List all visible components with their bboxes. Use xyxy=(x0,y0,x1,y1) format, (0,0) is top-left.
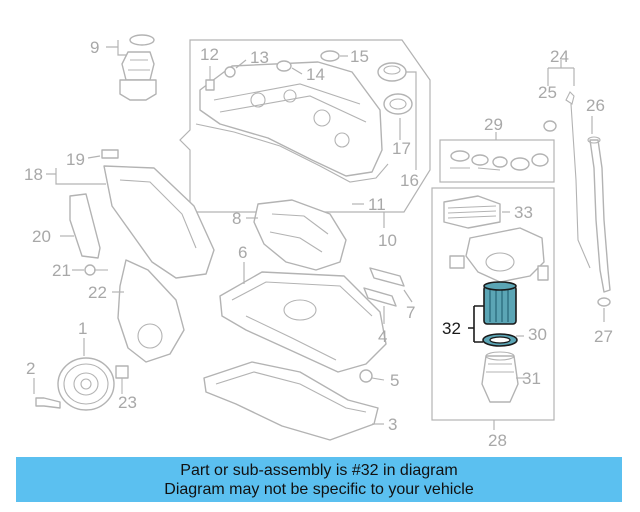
part-22-timing-cover-lower[interactable] xyxy=(117,259,185,363)
part-5-drain-plug[interactable] xyxy=(359,369,385,383)
info-banner: Part or sub-assembly is #32 in diagram D… xyxy=(16,457,622,502)
callout-31: 31 xyxy=(522,369,541,388)
part-17-cap-seal[interactable] xyxy=(383,93,413,115)
callout-13: 13 xyxy=(250,48,269,67)
callout-10: 10 xyxy=(378,231,397,250)
part-23-dowel[interactable] xyxy=(115,365,129,394)
callout-33: 33 xyxy=(514,203,533,222)
callout-18: 18 xyxy=(24,165,43,184)
part-6-upper-oil-pan[interactable] xyxy=(219,271,387,373)
callout-16: 16 xyxy=(400,171,419,190)
part-21-bolt[interactable] xyxy=(84,264,108,276)
banner-line-1: Part or sub-assembly is #32 in diagram xyxy=(180,462,458,479)
part-15-seal[interactable] xyxy=(320,50,340,62)
callout-17: 17 xyxy=(392,139,411,158)
callout-4: 4 xyxy=(378,327,387,346)
part-32-oil-filter-element[interactable] xyxy=(482,281,518,347)
banner-line-2: Diagram may not be specific to your vehi… xyxy=(164,481,474,498)
part-4-baffle[interactable] xyxy=(363,287,397,307)
callout-29: 29 xyxy=(484,115,503,134)
callout-9: 9 xyxy=(90,38,99,57)
part-3-lower-oil-pan[interactable] xyxy=(203,361,379,441)
callout-22: 22 xyxy=(88,283,107,302)
callout-20: 20 xyxy=(32,227,51,246)
callout-15: 15 xyxy=(350,47,369,66)
callout-26: 26 xyxy=(586,96,605,115)
part-2-pulley-bolt[interactable] xyxy=(35,397,61,409)
part-25-o-ring[interactable] xyxy=(543,120,557,132)
part-7-baffle[interactable] xyxy=(369,267,405,287)
callout-32: 32 xyxy=(442,319,461,338)
callout-7: 7 xyxy=(406,303,415,322)
part-18-timing-cover-upper[interactable] xyxy=(103,165,215,279)
callout-1: 1 xyxy=(78,319,87,338)
part-27-seal[interactable] xyxy=(597,297,611,307)
part-1-crankshaft-pulley[interactable] xyxy=(57,357,115,411)
callout-6: 6 xyxy=(238,243,247,262)
callout-12: 12 xyxy=(200,45,219,64)
callout-8: 8 xyxy=(232,209,241,228)
seal-kit-box xyxy=(439,139,555,183)
part-11-valve-cover[interactable] xyxy=(195,61,389,183)
callout-19: 19 xyxy=(66,150,85,169)
callout-3: 3 xyxy=(388,415,397,434)
callout-25: 25 xyxy=(538,83,557,102)
part-20-cover-panel[interactable] xyxy=(69,193,101,259)
part-13-stud[interactable] xyxy=(224,66,236,78)
part-29-seal-kit[interactable] xyxy=(450,150,549,171)
callout-23: 23 xyxy=(118,393,137,412)
part-16-oil-filler-cap[interactable] xyxy=(377,62,407,82)
callout-2: 2 xyxy=(26,359,35,378)
callout-30: 30 xyxy=(528,325,547,344)
callout-5: 5 xyxy=(390,371,399,390)
part-14-grommet[interactable] xyxy=(276,60,292,72)
callout-28: 28 xyxy=(488,431,507,450)
callout-24: 24 xyxy=(550,47,569,66)
part-19-bracket[interactable] xyxy=(101,149,119,159)
part-30-filter-housing-cap xyxy=(481,351,519,403)
callout-21: 21 xyxy=(52,261,71,280)
part-24-dipstick[interactable] xyxy=(565,91,591,269)
callout-11: 11 xyxy=(368,195,386,214)
part-9-oil-level-sensor[interactable] xyxy=(119,34,157,101)
part-28-filter-housing[interactable] xyxy=(449,227,549,283)
part-26-dipstick-tube[interactable] xyxy=(587,136,611,293)
part-8-bracket[interactable] xyxy=(253,199,347,271)
callout-27: 27 xyxy=(594,327,613,346)
callout-14: 14 xyxy=(306,65,325,84)
part-33-oil-cooler[interactable] xyxy=(443,195,501,229)
filter-housing-box xyxy=(431,187,555,421)
part-12-bolt[interactable] xyxy=(205,66,215,91)
